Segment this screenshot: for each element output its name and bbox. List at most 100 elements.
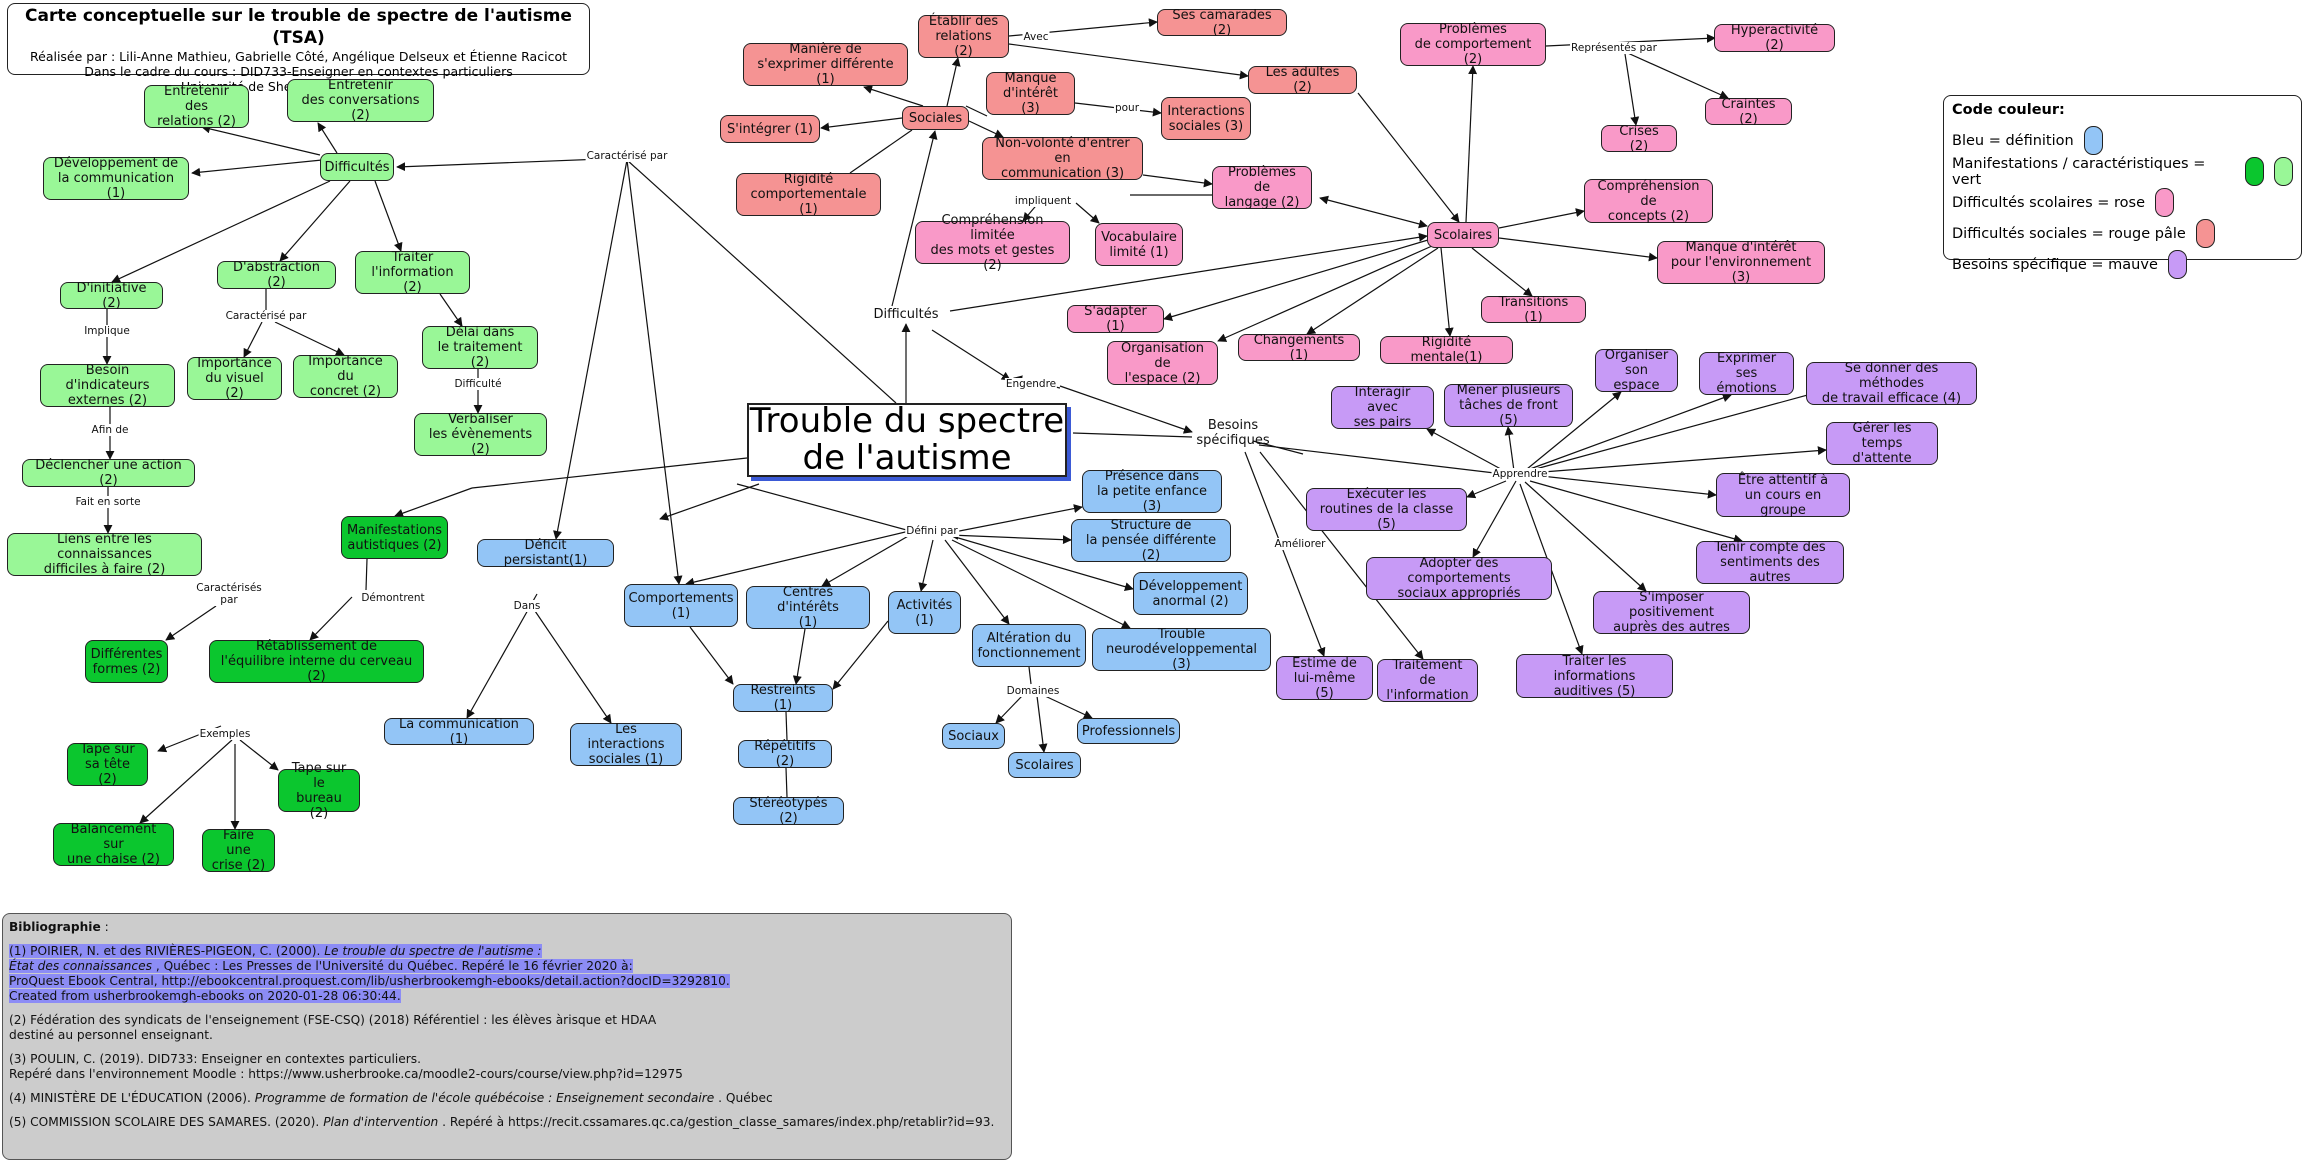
label-ameliorer: Améliorer bbox=[1273, 538, 1327, 550]
node-tenir-compte: Tenir compte des sentiments des autres bbox=[1696, 540, 1844, 585]
node-domaine-sociaux: Sociaux bbox=[942, 723, 1005, 749]
label-caracterise-par-2: Caractérisé par bbox=[224, 310, 308, 322]
node-crises: Crises (2) bbox=[1601, 124, 1677, 154]
ref4-place: . Québec bbox=[714, 1091, 773, 1105]
node-maniere-exprimer: Manière de s'exprimer différente (1) bbox=[743, 42, 908, 87]
node-domaine-professionnels: Professionnels bbox=[1077, 718, 1180, 744]
connector-line bbox=[968, 120, 1004, 138]
connector-line bbox=[832, 620, 889, 690]
connector-line bbox=[685, 527, 923, 587]
node-domaine-scolaires: Scolaires bbox=[1008, 752, 1081, 778]
label-pour: pour bbox=[1113, 102, 1141, 114]
node-importance-visuel: Importance du visuel (2) bbox=[187, 356, 282, 401]
course-line: Dans le cadre du cours : DID733-Enseigne… bbox=[84, 64, 513, 79]
label-defini-par: Défini par bbox=[905, 525, 959, 537]
node-adopter-comportements: Adopter des comportements sociaux approp… bbox=[1366, 556, 1552, 601]
connector-line bbox=[863, 85, 924, 107]
connector-line bbox=[1259, 451, 1424, 660]
node-restreints: Restreints (1) bbox=[733, 683, 833, 713]
connector-line bbox=[394, 487, 473, 518]
connector-line bbox=[274, 321, 345, 356]
map-title: Carte conceptuelle sur le trouble de spe… bbox=[25, 6, 572, 48]
ref1-publisher: , Québec : Les Presses de l'Université d… bbox=[151, 959, 633, 973]
color-legend: Code couleur: Bleu = définition Manifest… bbox=[1943, 95, 2302, 279]
connector-line bbox=[309, 596, 353, 641]
legend-row-purple: Besoins spécifique = mauve bbox=[1952, 249, 2293, 280]
node-changements: Changements (1) bbox=[1238, 333, 1360, 363]
node-sociales: Sociales bbox=[902, 106, 969, 130]
connector-line bbox=[1044, 695, 1093, 719]
label-difficulte: Difficulté bbox=[453, 378, 503, 390]
ref3-url[interactable]: Repéré dans l'environnement Moodle : htt… bbox=[9, 1067, 683, 1081]
node-difficultes-manifestations: Difficultés bbox=[320, 153, 394, 181]
connector-line bbox=[820, 117, 903, 132]
node-hyperactivite: Hyperactivité (2) bbox=[1714, 23, 1835, 53]
central-concept: Trouble du spectre de l'autisme bbox=[747, 403, 1067, 477]
legend-row-label: Bleu = définition bbox=[1952, 132, 2074, 149]
connector-line bbox=[1357, 92, 1460, 223]
ref1-subtitle: État des connaissances bbox=[9, 959, 152, 973]
reference-3: (3) POULIN, C. (2019). DID733: Enseigner… bbox=[9, 1052, 1005, 1082]
ref5-author: (5) COMMISSION SCOLAIRE DES SAMARES. (20… bbox=[9, 1115, 324, 1129]
legend-swatch bbox=[2155, 188, 2174, 217]
node-exprimer-emotions: Exprimer ses émotions bbox=[1699, 351, 1794, 396]
connector-line bbox=[849, 129, 913, 174]
connector-line bbox=[466, 593, 538, 719]
connector-line bbox=[239, 739, 279, 771]
connector-line bbox=[1258, 444, 1504, 475]
connector-line bbox=[1244, 451, 1326, 657]
node-traiter-auditives: Traiter les informations auditives (5) bbox=[1516, 654, 1673, 699]
legend-swatch bbox=[2274, 157, 2293, 186]
legend-swatch bbox=[2167, 250, 2187, 279]
connector-line bbox=[1529, 480, 1743, 544]
ref5-title: Plan d'intervention bbox=[323, 1115, 439, 1129]
connector-line bbox=[659, 483, 760, 521]
bibliography-heading-suffix: : bbox=[100, 920, 109, 934]
legend-row-pink: Difficultés scolaires = rose bbox=[1952, 187, 2293, 218]
connector-line bbox=[1440, 247, 1454, 337]
node-liens-connaissances: Liens entre les connaissances difficiles… bbox=[7, 532, 202, 577]
connector-line bbox=[1531, 474, 1717, 499]
legend-row-label: Difficultés scolaires = rose bbox=[1952, 194, 2145, 211]
node-traiter-information: Traiter l'information (2) bbox=[355, 250, 470, 295]
node-activites: Activités (1) bbox=[888, 591, 961, 634]
label-avec: Avec bbox=[1022, 31, 1050, 43]
ref1-authors: (1) POIRIER, N. et des RIVIÈRES-PIGEON, … bbox=[9, 944, 325, 958]
node-besoin-indicateurs: Besoin d'indicateurs externes (2) bbox=[40, 363, 175, 408]
legend-row-label: Difficultés sociales = rouge pâle bbox=[1952, 225, 2186, 242]
node-comportements: Comportements (1) bbox=[624, 584, 738, 627]
node-ses-camarades: Ses camarades (2) bbox=[1157, 8, 1287, 38]
node-abstraction: D'abstraction (2) bbox=[217, 260, 336, 290]
label-demontrent: Démontrent bbox=[360, 592, 426, 604]
connector-line bbox=[439, 293, 463, 327]
node-manque-interet: Manque d'intérêt (3) bbox=[986, 71, 1075, 116]
ref1-title: Le trouble du spectre de l'autisme : bbox=[324, 944, 542, 958]
node-la-communication: La communication (1) bbox=[384, 717, 534, 747]
legend-row-green: Manifestations / caractéristiques = vert bbox=[1952, 156, 2293, 188]
node-interagir-pairs: Interagir avec ses pairs bbox=[1331, 385, 1434, 430]
node-besoins-specifiques: Besoins spécifiques bbox=[1196, 418, 1270, 448]
node-developpement-anormal: Développement anormal (2) bbox=[1133, 572, 1248, 615]
connector-line bbox=[1426, 428, 1511, 475]
node-mener-taches: Mener plusieurs tâches de front (5) bbox=[1444, 383, 1573, 428]
legend-swatch bbox=[2245, 157, 2265, 186]
legend-title: Code couleur: bbox=[1952, 102, 2065, 118]
node-transitions: Transitions (1) bbox=[1481, 295, 1586, 325]
connector-line bbox=[1028, 666, 1032, 685]
node-centres-interets: Centres d'intérêts (1) bbox=[746, 585, 870, 630]
node-tape-tete: Tape sur sa tête (2) bbox=[67, 742, 148, 787]
label-representes-par: Représentés par bbox=[1570, 42, 1658, 54]
node-estime-soi: Estime de lui-même (5) bbox=[1276, 656, 1373, 701]
node-alteration-fonctionnement: Altération du fonctionnement bbox=[972, 624, 1086, 667]
reference-1: (1) POIRIER, N. et des RIVIÈRES-PIGEON, … bbox=[9, 944, 1005, 1004]
node-problemes-langage: Problèmes de langage (2) bbox=[1212, 165, 1312, 210]
connector-line bbox=[191, 159, 323, 177]
ref1-url[interactable]: ProQuest Ebook Central, http://ebookcent… bbox=[9, 974, 730, 988]
connector-line bbox=[1059, 385, 1193, 434]
bibliography: Bibliographie : (1) POIRIER, N. et des R… bbox=[2, 913, 1012, 1160]
connector-line bbox=[279, 180, 351, 262]
node-tape-bureau: Tape sur le bureau (2) bbox=[278, 761, 360, 821]
connector-line bbox=[626, 159, 683, 585]
connector-line bbox=[1252, 440, 1304, 455]
ref5-url[interactable]: . Repéré à https://recit.cssamares.qc.ca… bbox=[438, 1115, 995, 1129]
